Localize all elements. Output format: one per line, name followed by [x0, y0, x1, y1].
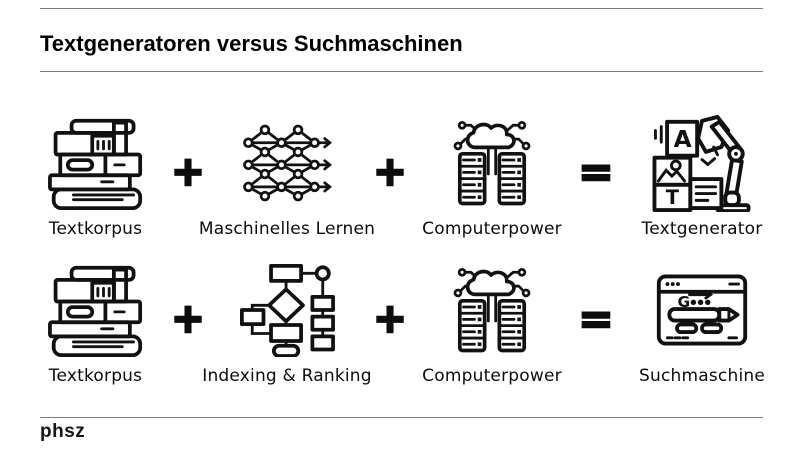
top-rule	[40, 8, 763, 9]
servers-cloud-icon	[445, 112, 539, 214]
equation-row-suchmaschine: Textkorpus +	[38, 259, 768, 386]
term-maschinelles-lernen: Maschinelles Lernen	[199, 112, 375, 239]
header-divider-rule	[40, 71, 763, 72]
plus-operator: +	[372, 149, 408, 195]
footer-rule	[40, 417, 763, 418]
equals-operator: =	[577, 294, 615, 343]
page-title: Textgeneratoren versus Suchmaschinen	[40, 30, 463, 56]
books-icon	[47, 259, 144, 361]
neural-network-icon	[237, 112, 337, 214]
label-maschinelles-lernen: Maschinelles Lernen	[198, 219, 376, 239]
term-textkorpus: Textkorpus	[38, 112, 153, 239]
equals-operator: =	[577, 147, 615, 196]
generator-card-letter: A	[674, 126, 692, 153]
phsz-logo: phsz	[40, 421, 86, 442]
plus-operator: +	[372, 296, 408, 342]
robot-arm-icon: A T	[646, 112, 758, 214]
term-computerpower: Computerpower	[422, 112, 562, 239]
books-icon	[47, 112, 144, 214]
label-indexing-ranking: Indexing & Ranking	[202, 366, 372, 386]
browser-search-icon: G	[654, 259, 750, 361]
equation-row-textgenerator: Textkorpus + Maschinelles	[38, 112, 768, 239]
term-computerpower: Computerpower	[422, 259, 562, 386]
generator-block-letter: T	[666, 186, 680, 209]
label-textkorpus: Textkorpus	[48, 219, 143, 239]
label-textkorpus: Textkorpus	[48, 366, 143, 386]
result-textgenerator: A T	[637, 112, 767, 239]
plus-operator: +	[170, 296, 206, 342]
term-textkorpus: Textkorpus	[38, 259, 153, 386]
label-textgenerator: Textgenerator	[641, 219, 763, 239]
term-indexing-ranking: Indexing & Ranking	[202, 259, 372, 386]
servers-cloud-icon	[445, 259, 539, 361]
plus-operator: +	[170, 149, 206, 195]
label-computerpower: Computerpower	[422, 366, 562, 386]
flowchart-icon	[239, 259, 335, 361]
label-computerpower: Computerpower	[422, 219, 562, 239]
search-logo-letter: G	[677, 293, 690, 311]
result-suchmaschine: G Suchmaschine	[637, 259, 767, 386]
label-suchmaschine: Suchmaschine	[639, 366, 765, 386]
